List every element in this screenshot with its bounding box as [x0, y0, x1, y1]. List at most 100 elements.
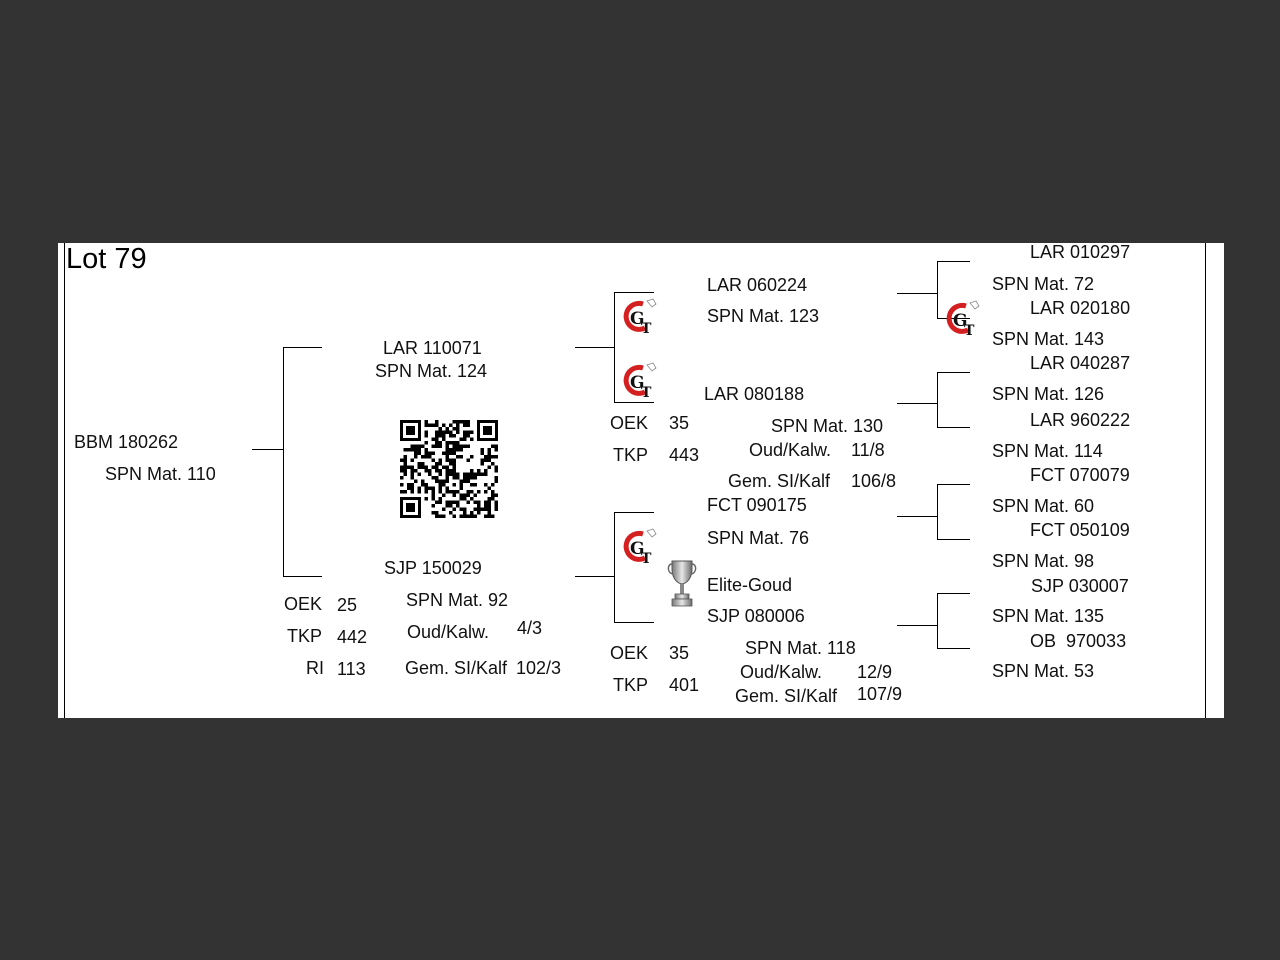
connector-line	[937, 261, 970, 262]
connector-line	[575, 347, 614, 348]
svg-text:G: G	[630, 539, 645, 559]
sire-sire-spn: SPN Mat. 123	[707, 306, 820, 326]
dam-dam-oek-value: 35	[669, 643, 690, 663]
dam-oud-label: Oud/Kalw.	[407, 622, 490, 642]
sire-dam-oud-value: 11/8	[851, 440, 885, 460]
dam-ri-value: 113	[337, 659, 366, 679]
sire-dam-id: LAR 080188	[704, 384, 805, 404]
connector-line	[897, 403, 937, 404]
gt-logo-icon: G T	[623, 298, 657, 336]
dam-dam-id: SJP 080006	[707, 606, 805, 626]
ggp-2-spn: SPN Mat. 143	[992, 329, 1105, 349]
dam-dam-tkp-label: TKP	[613, 675, 649, 695]
ggp-6-spn: SPN Mat. 98	[992, 551, 1095, 571]
dam-dam-tkp-value: 401	[669, 675, 700, 695]
connector-line	[614, 622, 654, 623]
ggp-3-spn: SPN Mat. 126	[992, 384, 1105, 404]
dam-dam-oek-label: OEK	[610, 643, 649, 663]
dam-dam-oud-value: 12/9	[857, 662, 893, 682]
connector-line	[283, 347, 322, 348]
dam-oek-value: 25	[337, 595, 358, 615]
dam-dam-oud-label: Oud/Kalw.	[740, 662, 823, 682]
dam-oek-label: OEK	[284, 594, 323, 614]
ggp-8-spn: SPN Mat. 53	[992, 661, 1095, 681]
left-border	[64, 243, 65, 718]
connector-line	[937, 318, 970, 319]
ggp-4-id: LAR 960222	[1030, 410, 1131, 430]
gt-logo-icon: G T	[946, 300, 980, 338]
animal-id: BBM 180262	[74, 432, 179, 452]
svg-text:G: G	[953, 311, 968, 331]
gt-logo-icon: G T	[623, 528, 657, 566]
sire-dam-oek-label: OEK	[610, 413, 649, 433]
ggp-5-id: FCT 070079	[1030, 465, 1130, 485]
dam-dam-spn: SPN Mat. 118	[745, 638, 856, 658]
connector-line	[252, 449, 283, 450]
dam-spn: SPN Mat. 92	[406, 590, 509, 610]
pedigree-document: Lot 79 BBM 180262 SPN Mat. 110 LAR 11007…	[58, 242, 1224, 718]
dam-gem-value: 102/3	[516, 658, 562, 678]
sire-dam-oek-value: 35	[669, 413, 690, 433]
ggp-5-spn: SPN Mat. 60	[992, 496, 1095, 516]
connector-line	[897, 293, 937, 294]
ggp-6-id: FCT 050109	[1030, 520, 1130, 540]
dam-sire-spn: SPN Mat. 76	[707, 528, 810, 548]
svg-text:T: T	[641, 551, 652, 566]
connector-line	[937, 427, 970, 428]
sire-dam-gem-label: Gem. SI/Kalf	[728, 471, 831, 491]
sire-dam-gem-value: 106/8	[851, 471, 897, 491]
svg-text:T: T	[641, 385, 652, 400]
connector-line	[614, 512, 615, 622]
sire-dam-oud-label: Oud/Kalw.	[749, 440, 832, 460]
connector-line	[937, 484, 970, 485]
dam-gem-label: Gem. SI/Kalf	[405, 658, 508, 678]
ggp-3-id: LAR 040287	[1030, 353, 1131, 373]
connector-line	[897, 516, 937, 517]
ggp-1-spn: SPN Mat. 72	[992, 274, 1095, 294]
connector-line	[614, 402, 654, 403]
dam-ri-label: RI	[306, 658, 324, 678]
qr-code-icon	[400, 420, 498, 518]
trophy-icon	[667, 560, 697, 607]
dam-id: SJP 150029	[384, 558, 482, 578]
svg-text:G: G	[630, 309, 645, 329]
connector-line	[283, 347, 284, 576]
sire-spn: SPN Mat. 124	[375, 361, 488, 381]
connector-line	[937, 261, 938, 318]
connector-line	[937, 648, 970, 649]
sire-sire-id: LAR 060224	[707, 275, 808, 295]
ggp-7-id: SJP 030007	[1031, 576, 1129, 596]
ggp-8-id: OB 970033	[1030, 631, 1127, 651]
dam-tkp-value: 442	[337, 627, 368, 647]
connector-line	[937, 593, 938, 648]
connector-line	[897, 625, 937, 626]
connector-line	[614, 292, 654, 293]
sire-dam-tkp-label: TKP	[613, 445, 649, 465]
connector-line	[937, 593, 970, 594]
ggp-4-spn: SPN Mat. 114	[992, 441, 1103, 461]
dam-dam-award: Elite-Goud	[707, 575, 793, 595]
sire-id: LAR 110071	[383, 338, 482, 358]
connector-line	[937, 539, 970, 540]
dam-dam-gem-label: Gem. SI/Kalf	[735, 686, 838, 706]
connector-line	[614, 512, 654, 513]
svg-text:T: T	[964, 323, 975, 338]
sire-dam-tkp-value: 443	[669, 445, 700, 465]
dam-dam-gem-value: 107/9	[857, 684, 903, 704]
ggp-2-id: LAR 020180	[1030, 298, 1131, 318]
sire-dam-spn: SPN Mat. 130	[771, 416, 884, 436]
ggp-7-spn: SPN Mat. 135	[992, 606, 1105, 626]
animal-spn: SPN Mat. 110	[105, 464, 216, 484]
svg-text:T: T	[641, 321, 652, 336]
svg-text:G: G	[630, 373, 645, 393]
connector-line	[937, 372, 938, 427]
connector-line	[575, 576, 614, 577]
connector-line	[614, 292, 615, 402]
right-border	[1205, 243, 1206, 718]
dam-oud-value: 4/3	[517, 618, 543, 638]
gt-logo-icon: G T	[623, 362, 657, 400]
connector-line	[283, 576, 322, 577]
ggp-1-id: LAR 010297	[1030, 242, 1131, 262]
dam-tkp-label: TKP	[287, 626, 323, 646]
connector-line	[937, 372, 970, 373]
